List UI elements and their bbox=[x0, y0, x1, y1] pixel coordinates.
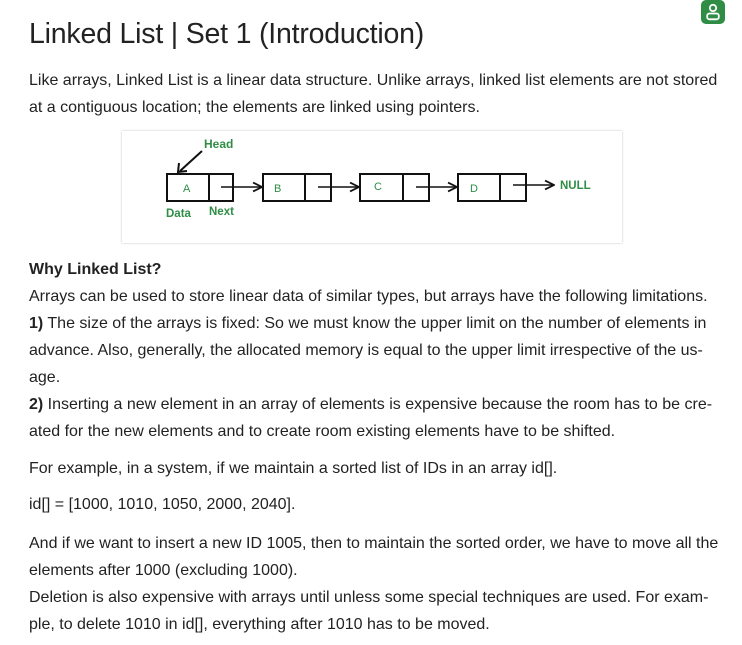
user-icon-glyph bbox=[706, 3, 720, 21]
next-label: Next bbox=[209, 206, 234, 218]
linked-list-svg: Head A B C D NULL bbox=[166, 137, 591, 220]
point-1: 1) The size of the arrays is fixed: So w… bbox=[29, 310, 729, 337]
point-1-cont: advance. Also, generally, the allocated … bbox=[29, 342, 703, 359]
data-label: Data bbox=[166, 208, 192, 220]
point-number: 2) bbox=[29, 396, 44, 413]
ids-line: id[] = [1000, 1010, 1050, 2000, 2040]. bbox=[29, 496, 296, 513]
head-arrow bbox=[179, 150, 203, 172]
head-label: Head bbox=[204, 137, 233, 151]
point-2: 2) Inserting a new element in an array o… bbox=[29, 391, 729, 418]
user-icon[interactable] bbox=[701, 0, 725, 24]
node-label: B bbox=[274, 183, 281, 195]
intro-line: at a contiguous location; the elements a… bbox=[29, 99, 480, 116]
delete-line: ple, to delete 1010 in id[], everything … bbox=[29, 616, 490, 633]
linked-list-diagram: Head A B C D NULL bbox=[122, 131, 622, 243]
point-2-cont: ated for the new elements and to create … bbox=[29, 423, 616, 440]
why-line: Arrays can be used to store linear data … bbox=[29, 288, 708, 305]
intro-paragraph: Like arrays, Linked List is a linear dat… bbox=[29, 67, 729, 121]
node-b: B bbox=[262, 173, 332, 202]
example-paragraph: For example, in a system, if we maintain… bbox=[29, 455, 729, 482]
head-arrow-tip bbox=[176, 162, 188, 174]
example-line: For example, in a system, if we maintain… bbox=[29, 460, 558, 477]
node-d: D bbox=[457, 173, 527, 202]
insert-line: elements after 1000 (excluding 1000). bbox=[29, 562, 298, 579]
delete-line: Deletion is also expensive with arrays u… bbox=[29, 589, 709, 606]
node-label: A bbox=[183, 183, 191, 195]
why-section: Why Linked List? Arrays can be used to s… bbox=[29, 256, 729, 445]
intro-line: Like arrays, Linked List is a linear dat… bbox=[29, 72, 718, 89]
page-title: Linked List | Set 1 (Introduction) bbox=[29, 18, 425, 50]
node-a: A bbox=[166, 173, 234, 202]
section-heading: Why Linked List? bbox=[29, 261, 162, 278]
ids-paragraph: id[] = [1000, 1010, 1050, 2000, 2040]. bbox=[29, 491, 729, 518]
point-text: The size of the arrays is fixed: So we m… bbox=[43, 315, 707, 332]
point-number: 1) bbox=[29, 315, 44, 332]
node-label: D bbox=[470, 183, 478, 195]
point-1-cont: age. bbox=[29, 369, 61, 386]
insert-paragraph: And if we want to insert a new ID 1005, … bbox=[29, 530, 729, 638]
insert-line: And if we want to insert a new ID 1005, … bbox=[29, 535, 719, 552]
node-label: C bbox=[374, 181, 382, 193]
null-label: NULL bbox=[560, 180, 591, 192]
point-text: Inserting a new element in an array of e… bbox=[43, 396, 713, 413]
